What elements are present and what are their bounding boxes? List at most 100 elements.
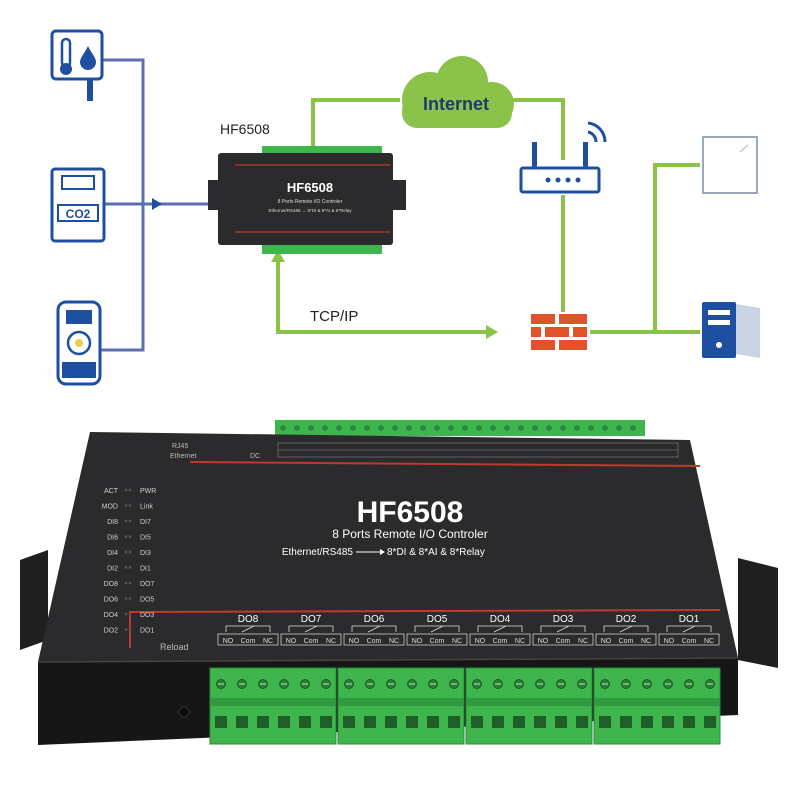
wire-entry xyxy=(448,716,460,728)
led-label: DO1 xyxy=(140,628,155,635)
device-photo: RJ45 Ethernet DC HF6508 8 Ports Remote I… xyxy=(20,420,778,745)
top-terminal-strip xyxy=(275,420,645,436)
terminal-screw-icon xyxy=(504,425,510,431)
sensor-connection-lines xyxy=(92,58,208,352)
terminal-screw-icon xyxy=(420,425,426,431)
wire-entry xyxy=(620,716,632,728)
terminal-block-ridge xyxy=(338,698,464,706)
terminal-block-ridge xyxy=(210,698,336,706)
led-label: DO7 xyxy=(140,581,155,588)
wire-entry xyxy=(364,716,376,728)
relay-pin-label: NC xyxy=(704,638,714,645)
relay-switch-icon xyxy=(351,625,397,633)
small-device-model: HF6508 xyxy=(287,180,333,195)
terminal-screw-icon xyxy=(630,425,636,431)
led-icon xyxy=(124,519,128,523)
terminal-header-grid xyxy=(277,442,679,458)
reload-button[interactable] xyxy=(178,706,190,718)
terminal-screw-icon xyxy=(448,425,454,431)
led-icon xyxy=(128,519,132,523)
wire-entry xyxy=(320,716,332,728)
terminal-screw-icon xyxy=(462,425,468,431)
led-label: DO6 xyxy=(104,597,119,604)
relay-pin-label: NO xyxy=(286,638,297,645)
spec-arrow-icon xyxy=(380,549,385,555)
relay-pin-label: NO xyxy=(223,638,234,645)
led-icon xyxy=(124,566,128,569)
wire-entry xyxy=(406,716,418,728)
led-icon xyxy=(124,488,128,492)
wire-entry xyxy=(662,716,674,728)
wall-panel-icon xyxy=(702,136,758,194)
relay-label: DO5 xyxy=(427,614,448,625)
tcpip-label: TCP/IP xyxy=(310,308,358,325)
relay-pin-box xyxy=(595,633,657,646)
relay-pin-label: Com xyxy=(367,638,382,645)
front-edge xyxy=(37,657,739,663)
wire-entry xyxy=(236,716,248,728)
tcpip-arrow-icon xyxy=(486,325,498,339)
led-icon xyxy=(128,504,132,507)
network-diagram: CO2 HF6508 HF6508 8 Ports Remote I/O Con… xyxy=(50,29,760,386)
led-icon xyxy=(128,550,132,554)
led-label: PWR xyxy=(140,488,156,495)
relay-label: DO8 xyxy=(238,614,259,625)
led-icon xyxy=(128,581,132,585)
wire-entry xyxy=(576,716,588,728)
terminal-screw-icon xyxy=(602,425,608,431)
relay-label: DO7 xyxy=(301,614,322,625)
relay-label: DO4 xyxy=(490,614,511,625)
led-icon xyxy=(128,566,132,569)
wifi-signal-icon xyxy=(587,121,607,143)
small-device-subtitle: 8 Ports Remote I/O Controler xyxy=(278,199,343,205)
relay-pin-box xyxy=(532,633,594,646)
relay-pin-label: NC xyxy=(263,638,273,645)
device-up-arrow-icon xyxy=(271,250,285,262)
terminal-screw-icon xyxy=(546,425,552,431)
led-label: DI3 xyxy=(140,550,151,557)
relay-pin-box xyxy=(280,633,342,646)
wire-entry xyxy=(599,716,611,728)
terminal-screw-icon xyxy=(280,425,286,431)
terminal-screw-icon xyxy=(518,425,524,431)
led-icon xyxy=(128,535,132,538)
terminal-screw-icon xyxy=(350,425,356,431)
relay-switch-icon xyxy=(540,625,586,633)
device-body xyxy=(38,432,738,662)
device-spec-right: 8*DI & 8*AI & 8*Relay xyxy=(387,547,485,558)
relay-pin-box xyxy=(217,633,279,646)
led-label: MOD xyxy=(102,504,118,511)
relay-pin-label: NC xyxy=(452,638,462,645)
relay-label: DO2 xyxy=(616,614,637,625)
led-label: DO3 xyxy=(140,612,155,619)
led-label: DO8 xyxy=(104,581,119,588)
relay-pin-label: NO xyxy=(538,638,549,645)
wire-entry xyxy=(641,716,653,728)
led-label: DO2 xyxy=(104,628,119,635)
relay-switch-icon xyxy=(288,625,334,633)
led-icon xyxy=(124,535,128,538)
rj45-label: RJ45 xyxy=(172,443,188,450)
relay-pin-box xyxy=(343,633,405,646)
device-model: HF6508 xyxy=(357,496,464,529)
led-label: DI8 xyxy=(107,519,118,526)
network-connection-lines xyxy=(276,98,700,334)
relay-pin-label: NO xyxy=(349,638,360,645)
terminal-screw-icon xyxy=(434,425,440,431)
relay-pin-label: NO xyxy=(664,638,675,645)
bottom-terminal-blocks xyxy=(209,667,721,745)
terminal-screw-icon xyxy=(378,425,384,431)
relay-pin-label: Com xyxy=(493,638,508,645)
relay-pin-box xyxy=(469,633,531,646)
wire-entry xyxy=(704,716,716,728)
led-icon xyxy=(128,628,132,631)
bottom-red-stripe xyxy=(129,609,721,648)
terminal-screw-icon xyxy=(392,425,398,431)
relay-pin-label: NC xyxy=(515,638,525,645)
cloud-label: Internet xyxy=(423,94,489,114)
led-icon xyxy=(124,550,128,554)
led-icon xyxy=(124,597,128,600)
relay-switch-icon xyxy=(477,625,523,633)
relay-pin-label: NO xyxy=(475,638,486,645)
